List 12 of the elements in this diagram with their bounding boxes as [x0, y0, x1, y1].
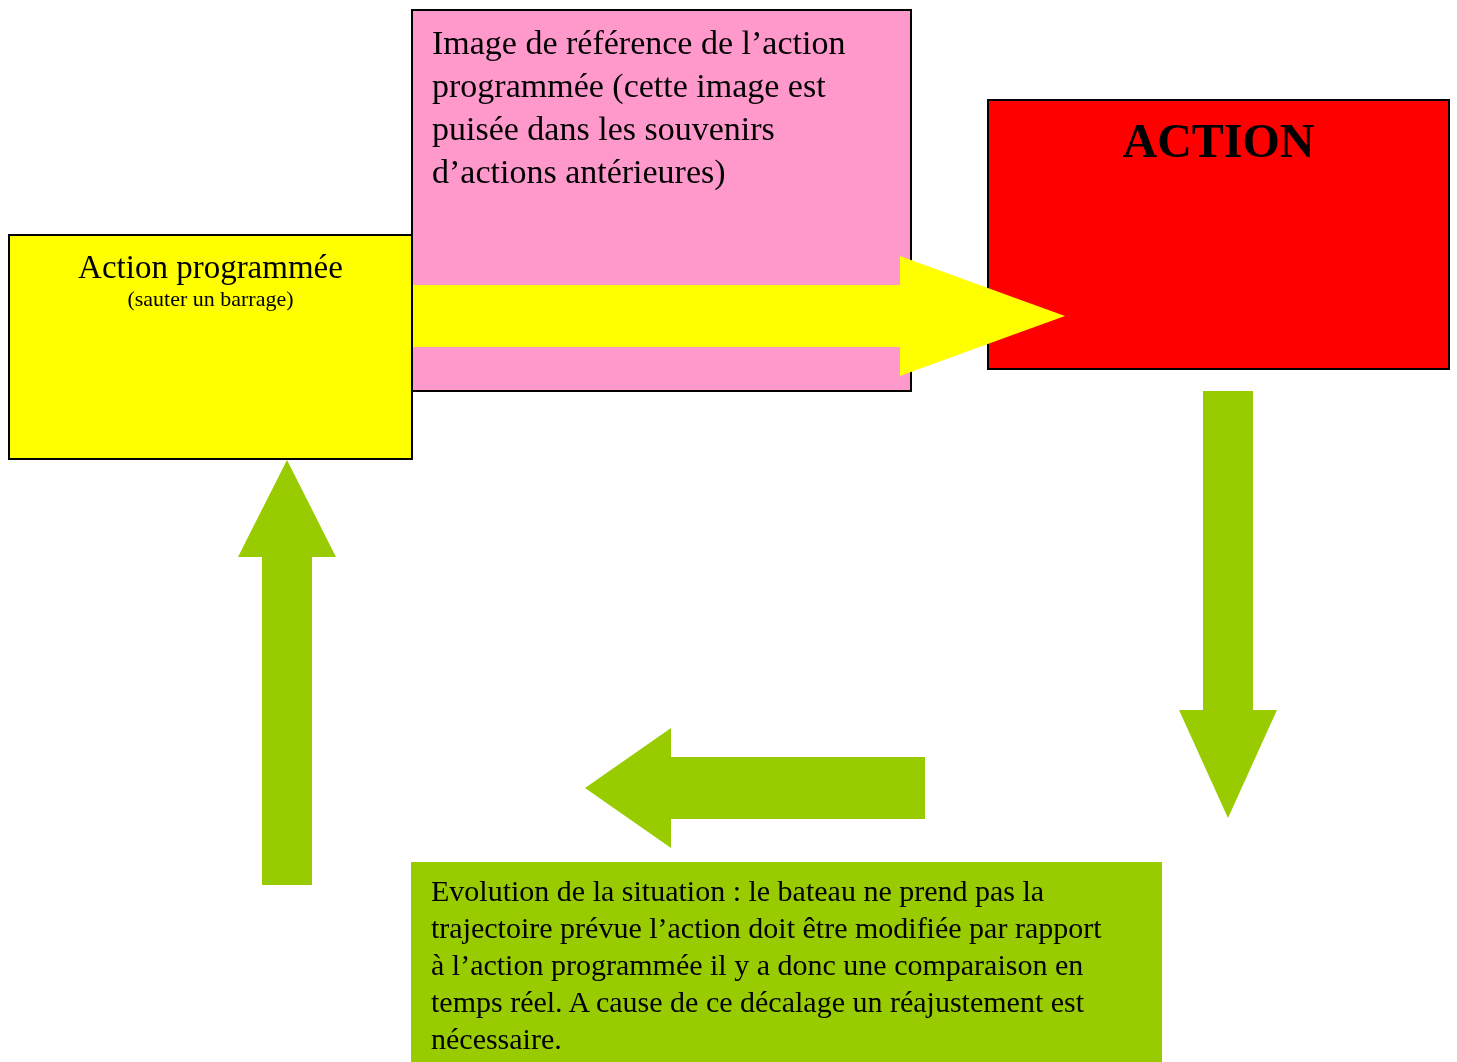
process-box — [8, 234, 413, 460]
block-arrow — [585, 728, 925, 848]
box-text: Image de référence de l’action programmée (cette image est puisée dans les souvenirs d’actions antérieures) — [431, 23, 847, 192]
box-title: Action programmée — [77, 248, 344, 286]
process-box — [411, 862, 1162, 1062]
box-title: ACTION — [1121, 113, 1316, 169]
box-subtitle: (sauter un barrage) — [126, 286, 295, 312]
box-text: Evolution de la situation : le bateau ne prend pas la trajectoire prévue l’action doit être modifiée par rapport à l’action programmée il y a donc une comparaison en temps réel. A cause de ce décalage un réajustement est nécessaire. — [430, 873, 1103, 1057]
process-box — [987, 99, 1450, 370]
block-arrow — [238, 460, 336, 885]
block-arrow — [413, 256, 1065, 376]
block-arrow — [1179, 391, 1277, 818]
